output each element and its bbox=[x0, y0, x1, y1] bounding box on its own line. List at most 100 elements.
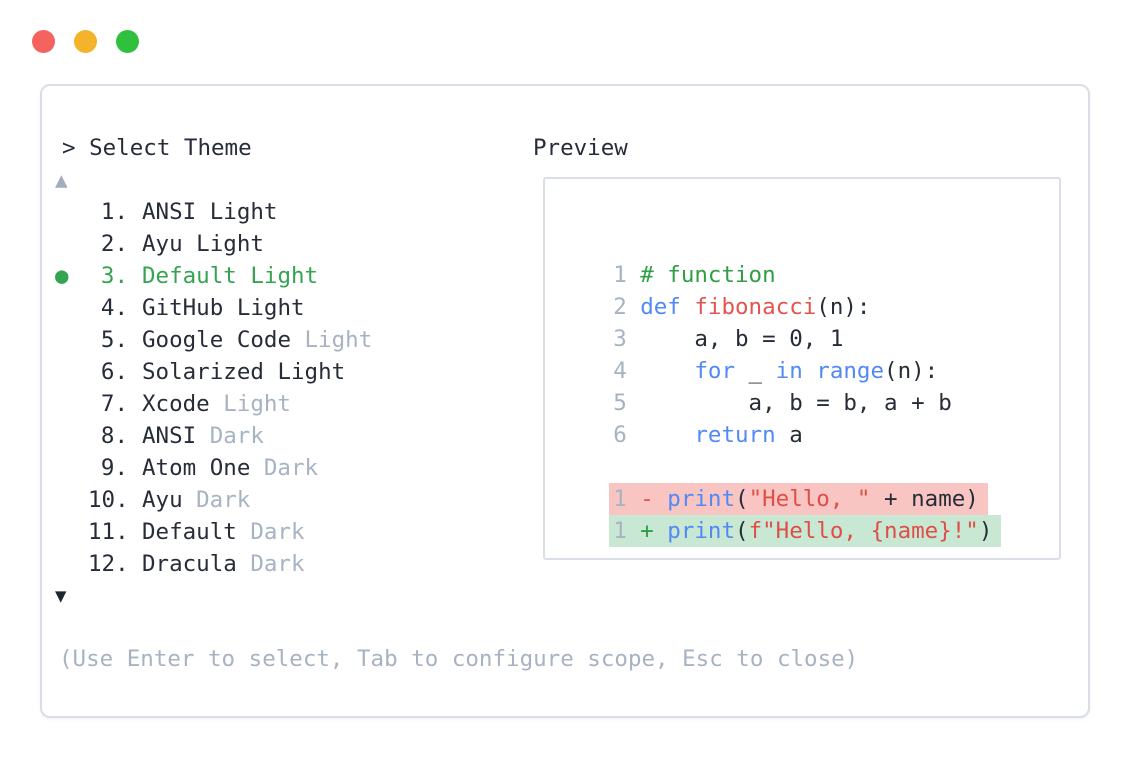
theme-selector-panel: > Select Theme ▲ 1. ANSI Light 2. Ayu Ligh… bbox=[40, 84, 1090, 718]
item-number: 3. bbox=[100, 263, 128, 289]
item-name: ANSI Light bbox=[142, 199, 278, 225]
item-variant-dim: Dark bbox=[250, 551, 305, 577]
item-number: 2. bbox=[100, 231, 128, 257]
scroll-up-indicator: ▲ bbox=[55, 168, 68, 192]
code-token: ( bbox=[735, 486, 749, 512]
item-variant-dim: Dark bbox=[250, 519, 305, 545]
theme-list-item[interactable]: 10. Ayu Dark bbox=[55, 484, 372, 516]
code-token: ) bbox=[978, 518, 993, 544]
select-theme-prompt: > Select Theme bbox=[62, 135, 252, 161]
item-name: Dracula bbox=[142, 551, 237, 577]
code-token: (n): bbox=[884, 358, 939, 384]
item-name: Ayu bbox=[142, 487, 183, 513]
theme-list-item[interactable]: 12. Dracula Dark bbox=[55, 548, 372, 580]
code-token: a, b = b, a + b bbox=[640, 390, 952, 416]
item-variant-dim: Dark bbox=[196, 487, 251, 513]
item-number: 10. bbox=[88, 487, 129, 513]
item-variant-dim: Light bbox=[223, 391, 291, 417]
line-number-gutter: 1 bbox=[613, 262, 627, 288]
diff-sign: + bbox=[640, 518, 668, 544]
code-line-content: 6 return a bbox=[609, 419, 812, 451]
item-number: 4. bbox=[100, 295, 128, 321]
item-name: Google Code bbox=[142, 327, 292, 353]
code-token: "Hello, " bbox=[748, 486, 871, 512]
code-line-content: 5 a, b = b, a + b bbox=[609, 387, 961, 419]
code-token: in bbox=[775, 358, 803, 384]
item-name: ANSI bbox=[142, 423, 197, 449]
item-variant-dim: Dark bbox=[209, 423, 264, 449]
line-number-gutter: 6 bbox=[613, 422, 627, 448]
code-token bbox=[640, 422, 694, 448]
code-line-content: 1 + print(f"Hello, {name}!") bbox=[609, 515, 1002, 547]
theme-list-item[interactable]: 9. Atom One Dark bbox=[55, 452, 372, 484]
line-number-gutter: 3 bbox=[613, 326, 627, 352]
theme-list-item[interactable]: 6.Solarized Light bbox=[55, 356, 372, 388]
item-variant-dim: Light bbox=[304, 327, 373, 353]
theme-list-item[interactable]: 4. GitHub Light bbox=[55, 292, 372, 324]
item-number: 9. bbox=[100, 455, 128, 481]
code-token: # function bbox=[640, 262, 776, 288]
code-token: fibonacci bbox=[694, 294, 817, 320]
code-line-content: 4 for _ in range(n): bbox=[609, 355, 947, 387]
code-line-content bbox=[609, 451, 649, 483]
selected-marker: ● bbox=[55, 263, 69, 289]
theme-selector: > Select Theme ▲ 1. ANSI Light 2. Ayu Ligh… bbox=[55, 132, 372, 612]
code-token: return bbox=[694, 422, 776, 448]
item-name: Default Light bbox=[142, 263, 319, 289]
item-number: 7. bbox=[100, 391, 128, 417]
item-number: 5. bbox=[100, 327, 128, 353]
code-line-content: 1 # function bbox=[609, 259, 784, 291]
code-line: 1- print("Hello, " + name) bbox=[559, 451, 1059, 515]
minimize-button[interactable] bbox=[74, 30, 97, 53]
item-name: Atom One bbox=[142, 455, 251, 481]
code-token: + name) bbox=[870, 486, 979, 512]
item-name: Ayu Light bbox=[142, 231, 264, 257]
code-token: ( bbox=[735, 518, 749, 544]
code-token: range bbox=[816, 358, 885, 384]
scroll-down-indicator: ▼ bbox=[55, 585, 67, 607]
code-line: 1+ print(f"Hello, {name}!") bbox=[559, 483, 1059, 547]
code-token: print bbox=[667, 518, 736, 544]
window-controls bbox=[32, 30, 139, 53]
code-token bbox=[681, 294, 695, 320]
code-token: a, b = 0, 1 bbox=[640, 326, 844, 352]
item-name: Xcode bbox=[142, 391, 210, 417]
code-token: print bbox=[667, 486, 736, 512]
line-number-gutter: 1 bbox=[613, 518, 627, 544]
code-line: 3 a, b = 0, 1 bbox=[559, 291, 1059, 352]
code-line: 5 a, b = b, a + b bbox=[559, 355, 1059, 416]
maximize-button[interactable] bbox=[116, 30, 139, 53]
theme-list-item[interactable]: ● 3. Default Light bbox=[55, 260, 372, 292]
close-button[interactable] bbox=[32, 30, 55, 53]
code-token: def bbox=[640, 294, 681, 320]
code-token bbox=[803, 358, 817, 384]
code-token: f"Hello, {name}!" bbox=[748, 518, 979, 544]
item-name: Solarized Light bbox=[142, 359, 346, 385]
line-number-gutter: 1 bbox=[613, 486, 627, 512]
code-line-content: 1- print("Hello, " + name) bbox=[609, 483, 988, 515]
theme-list-item[interactable]: 2. Ayu Light bbox=[55, 228, 372, 260]
code-token: for bbox=[694, 358, 736, 384]
line-number-gutter: 5 bbox=[613, 390, 627, 416]
item-variant-dim: Dark bbox=[263, 455, 319, 481]
theme-list-item[interactable]: 1. ANSI Light bbox=[55, 196, 372, 228]
item-name: GitHub Light bbox=[142, 295, 305, 321]
code-token: a bbox=[775, 422, 803, 448]
item-number: 1. bbox=[100, 199, 128, 225]
code-line: 6 return a bbox=[559, 387, 1059, 448]
theme-list-item[interactable]: 5. Google Code Light bbox=[55, 324, 372, 356]
code-token bbox=[640, 358, 694, 384]
code-token: (n): bbox=[816, 294, 871, 320]
item-number: 11. bbox=[88, 519, 129, 545]
code-line: 1 # function bbox=[559, 227, 1059, 288]
item-number: 12. bbox=[88, 551, 129, 577]
diff-sign: - bbox=[640, 486, 668, 512]
theme-list-item[interactable]: 7. Xcode Light bbox=[55, 388, 372, 420]
